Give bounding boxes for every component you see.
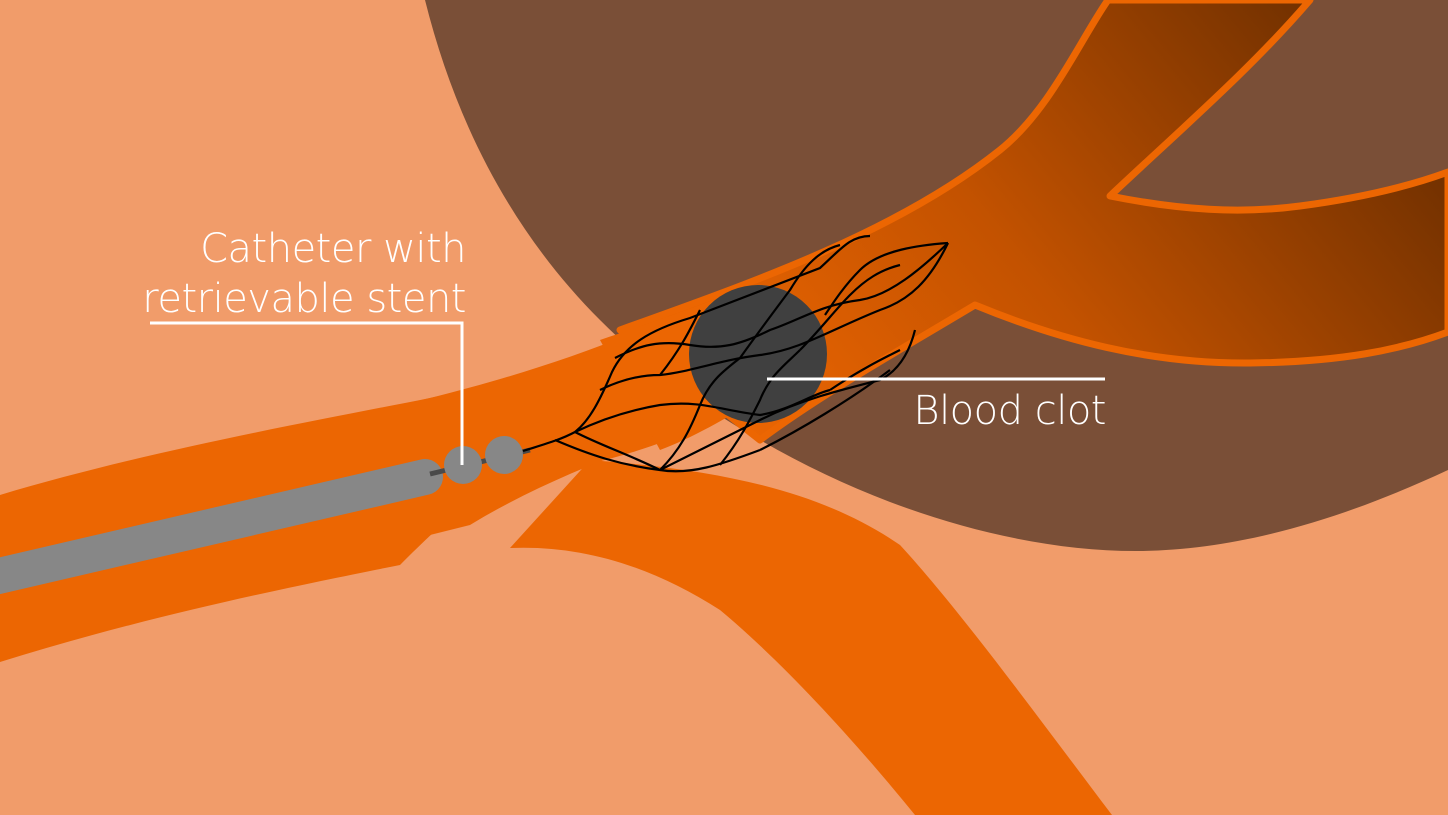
catheter-label-line-2: retrievable stent xyxy=(142,276,466,322)
blood-clot xyxy=(689,285,827,423)
catheter-label-line-1: Catheter with xyxy=(200,226,466,272)
lower-vessel-branch xyxy=(510,460,1112,815)
catheter-leader-line xyxy=(150,321,464,465)
catheter-label: Catheter with retrievable stent xyxy=(100,224,466,324)
stent-marker-2 xyxy=(485,436,523,474)
upper-vessel-branch xyxy=(616,0,1448,444)
catheter xyxy=(0,459,443,595)
blood-clot-label: Blood clot xyxy=(913,388,1106,434)
